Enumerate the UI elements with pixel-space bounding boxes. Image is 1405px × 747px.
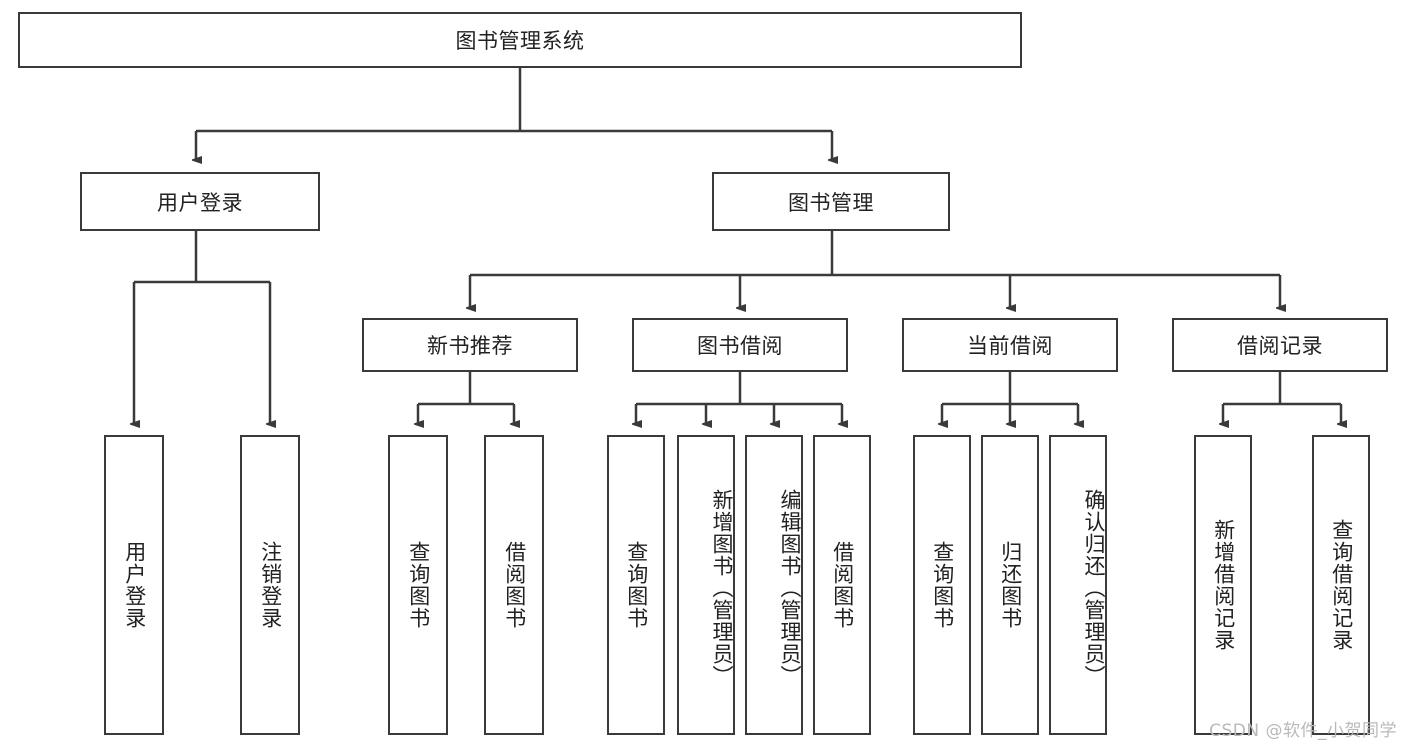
node-borrow-record[interactable]: 借阅记录 [1172,318,1388,372]
leaf-query-book-borrow[interactable]: 查询图书 [607,435,665,735]
leaf-return-book[interactable]: 归还图书 [981,435,1039,735]
leaf-borrow-book-recommend[interactable]: 借阅图书 [484,435,544,735]
node-user-login[interactable]: 用户登录 [80,172,320,231]
leaf-query-borrow-record[interactable]: 查询借阅记录 [1312,435,1370,735]
node-current-borrow[interactable]: 当前借阅 [902,318,1118,372]
leaf-user-login[interactable]: 用户登录 [104,435,164,735]
leaf-borrow-book-borrow[interactable]: 借阅图书 [813,435,871,735]
node-root[interactable]: 图书管理系统 [18,12,1022,68]
leaf-query-book-recommend[interactable]: 查询图书 [388,435,448,735]
watermark: CSDN @软件_小贺同学 [1209,721,1397,741]
leaf-query-book-current[interactable]: 查询图书 [913,435,971,735]
node-book-management[interactable]: 图书管理 [712,172,950,231]
leaf-edit-book-admin[interactable]: 编辑图书（管理员） [745,435,803,735]
leaf-add-borrow-record[interactable]: 新增借阅记录 [1194,435,1252,735]
leaf-logout[interactable]: 注销登录 [240,435,300,735]
node-new-book-recommend[interactable]: 新书推荐 [362,318,578,372]
node-book-borrow[interactable]: 图书借阅 [632,318,848,372]
leaf-confirm-return-admin[interactable]: 确认归还（管理员） [1049,435,1107,735]
leaf-add-book-admin[interactable]: 新增图书（管理员） [677,435,735,735]
